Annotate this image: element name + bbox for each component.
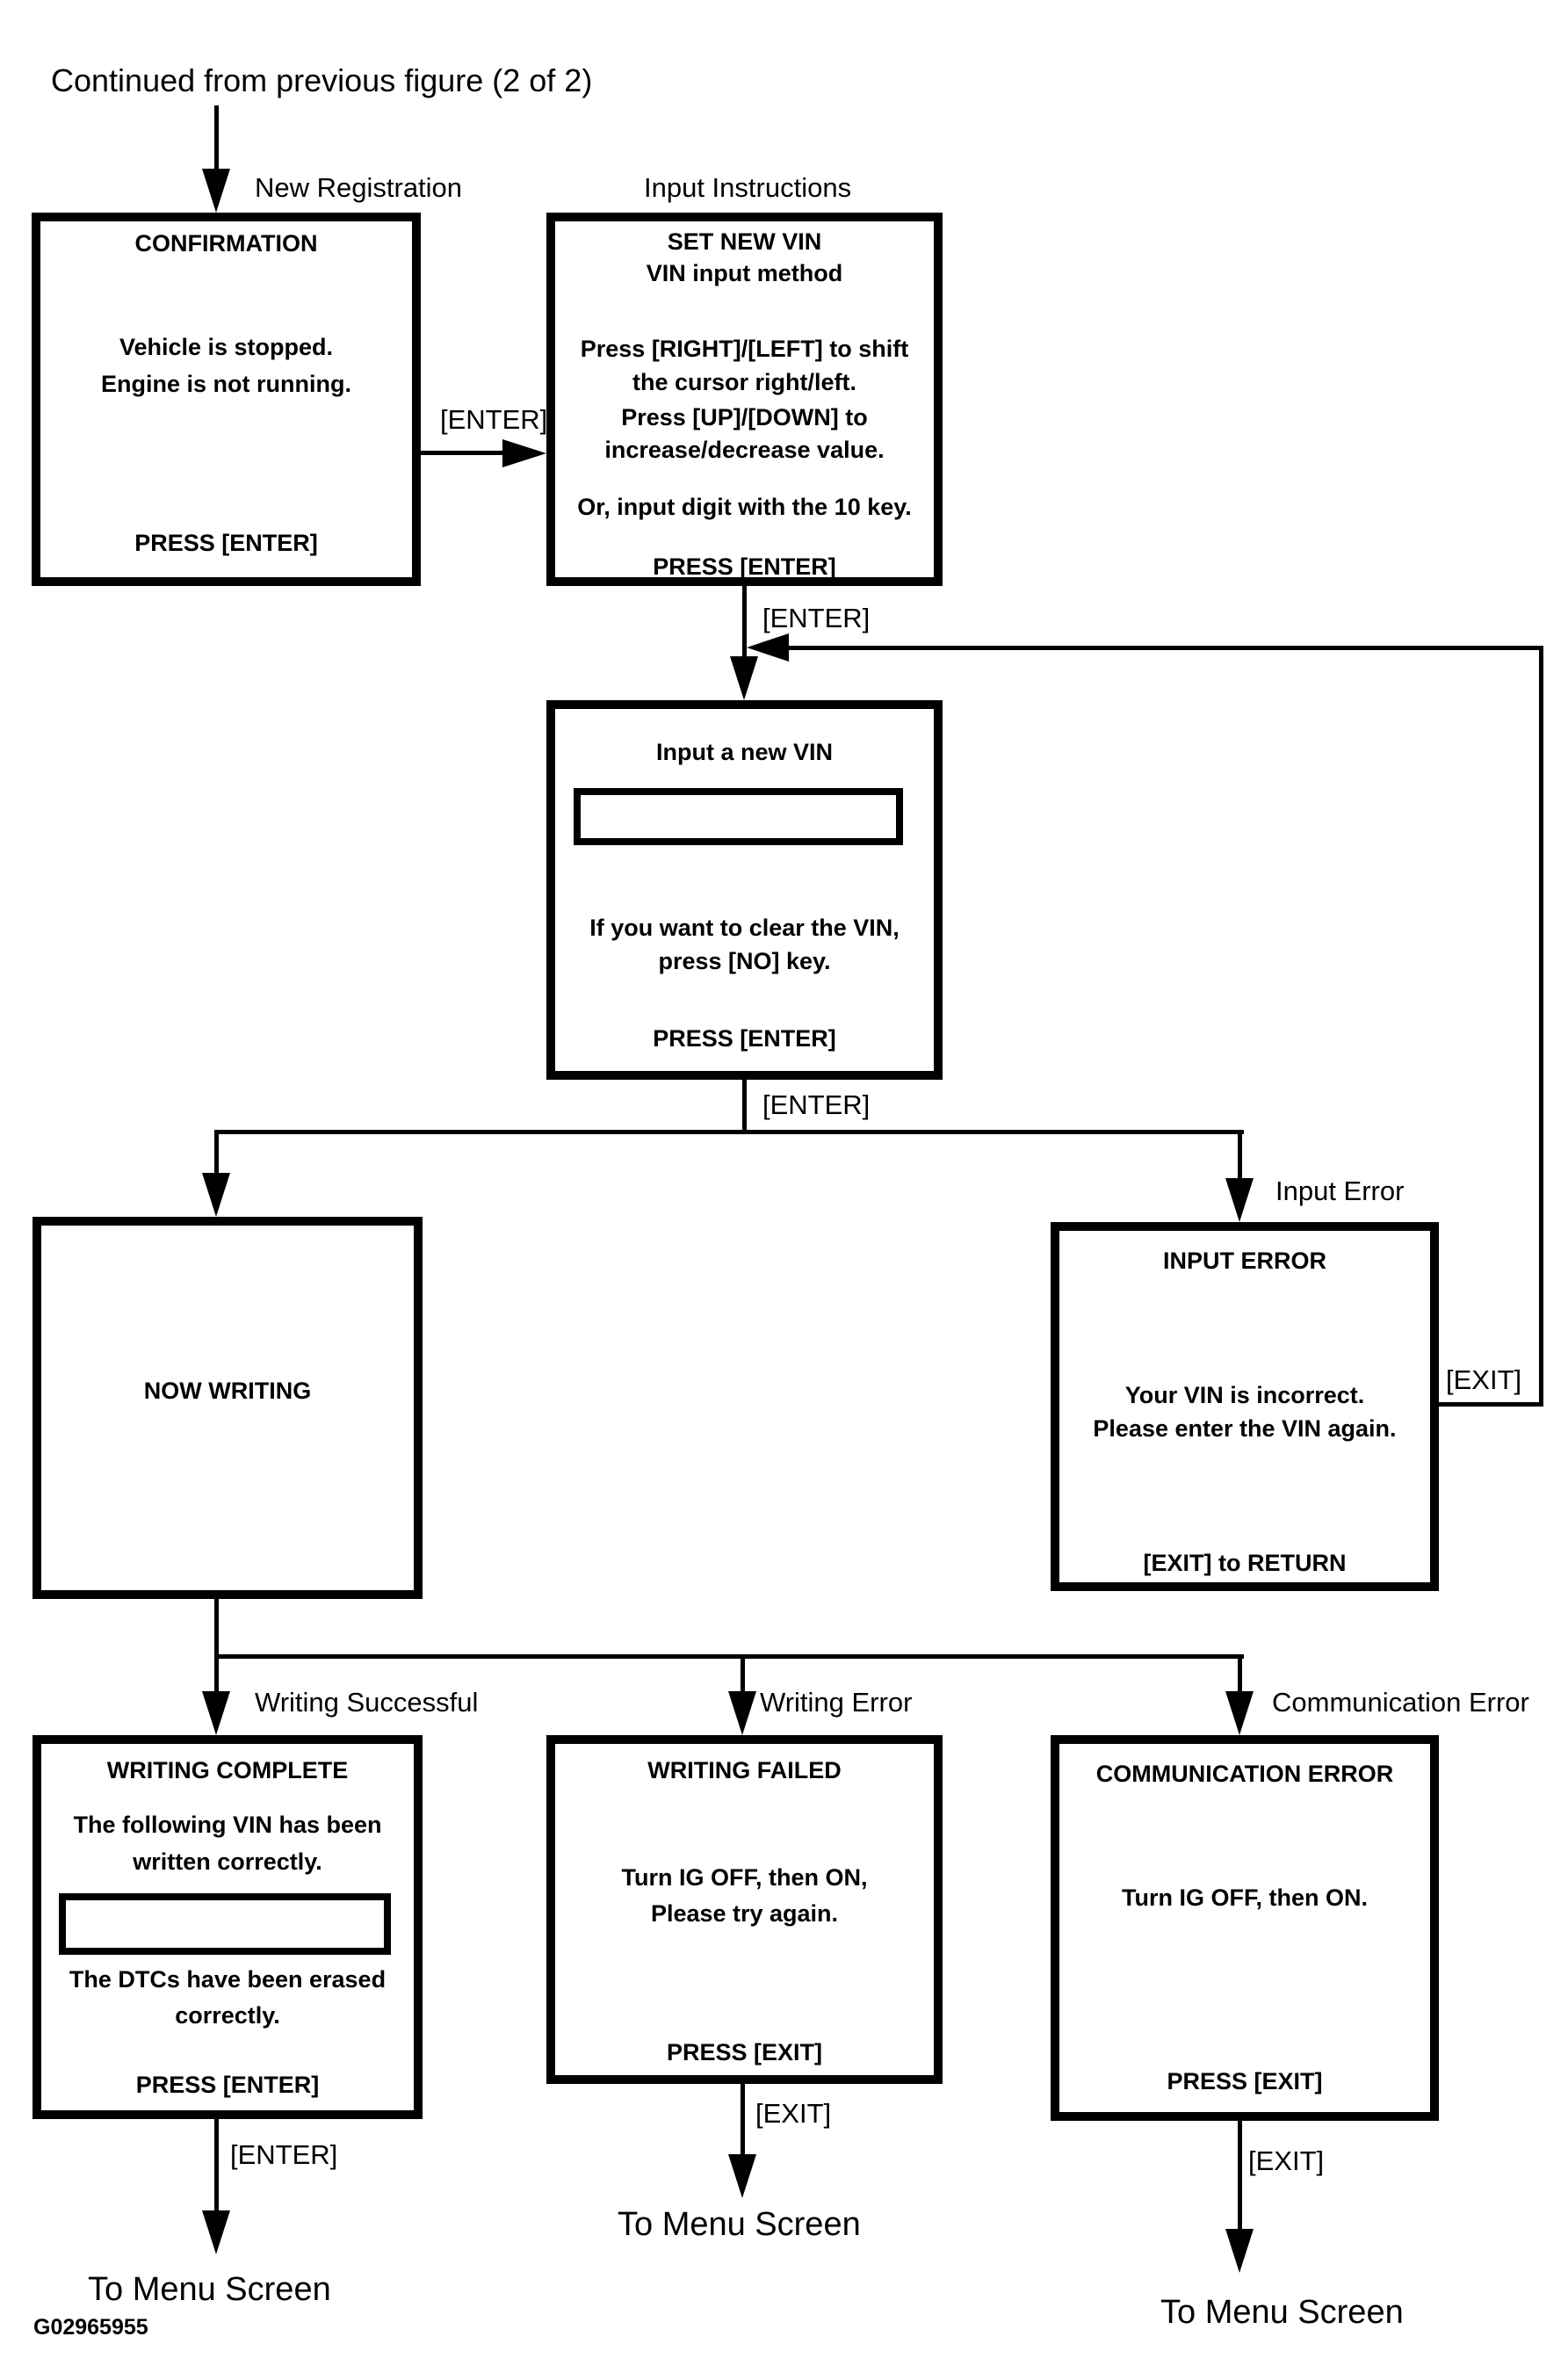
box-input-error: INPUT ERROR Your VIN is incorrect. Pleas… — [1051, 1222, 1439, 1591]
now-writing-title: NOW WRITING — [143, 1378, 312, 1404]
to-menu-screen-left: To Menu Screen — [88, 2271, 331, 2308]
flow-line-split-2 — [214, 1654, 1244, 1659]
writing-complete-line1: The following VIN has been — [73, 1812, 382, 1838]
writing-failed-footer: PRESS [EXIT] — [666, 2039, 823, 2065]
to-menu-screen-right: To Menu Screen — [1160, 2294, 1404, 2331]
label-communication-error: Communication Error — [1272, 1687, 1529, 1718]
flow-line-confirm-setvin — [421, 451, 506, 455]
label-enter-2: [ENTER] — [762, 603, 871, 633]
comm-error-footer: PRESS [EXIT] — [1167, 2068, 1323, 2094]
flow-line-split2-mid — [741, 1654, 745, 1697]
input-error-footer: [EXIT] to RETURN — [1143, 1550, 1347, 1576]
setvin-line2: the cursor right/left. — [632, 369, 857, 395]
flow-line-split2-left — [214, 1654, 219, 1697]
flow-line-loop-return — [789, 646, 1543, 650]
flow-line-failed-menu — [741, 2084, 745, 2161]
writing-failed-line1: Turn IG OFF, then ON, — [621, 1864, 868, 1891]
box-now-writing: NOW WRITING — [33, 1217, 423, 1599]
writing-complete-footer: PRESS [ENTER] — [135, 2072, 320, 2098]
inputvin-footer: PRESS [ENTER] — [653, 1025, 836, 1052]
flow-line-loop-vertical — [1539, 646, 1543, 1407]
writing-failed-title: WRITING FAILED — [647, 1757, 842, 1783]
to-menu-screen-middle: To Menu Screen — [618, 2206, 861, 2243]
flow-line-loop-connector — [1439, 1402, 1543, 1407]
arrowhead-down-icon — [202, 1173, 230, 1217]
arrowhead-down-icon — [202, 1691, 230, 1735]
comm-error-line1: Turn IG OFF, then ON. — [1122, 1884, 1368, 1911]
box-writing-failed: WRITING FAILED Turn IG OFF, then ON, Ple… — [546, 1735, 943, 2084]
inputvin-line1: If you want to clear the VIN, — [589, 915, 900, 941]
comm-error-title: COMMUNICATION ERROR — [1095, 1761, 1394, 1787]
flow-line-split2-right — [1238, 1654, 1242, 1697]
arrowhead-down-icon — [730, 656, 758, 700]
flow-line-complete-menu — [214, 2119, 219, 2216]
input-error-line2: Please enter the VIN again. — [1093, 1415, 1397, 1442]
vin-input-field[interactable] — [574, 788, 903, 845]
inputvin-title: Input a new VIN — [655, 739, 833, 765]
box-input-new-vin: Input a new VIN If you want to clear the… — [546, 700, 943, 1080]
label-exit-2: [EXIT] — [755, 2098, 832, 2129]
writing-failed-line2: Please try again. — [650, 1900, 839, 1927]
flow-line-setvin-input — [742, 586, 747, 669]
arrowhead-down-icon — [202, 169, 230, 213]
setvin-line3: Press [UP]/[DOWN] to — [621, 404, 868, 430]
input-error-line1: Your VIN is incorrect. — [1124, 1382, 1365, 1408]
setvin-line4: increase/decrease value. — [604, 437, 885, 463]
arrowhead-down-icon — [1225, 1178, 1254, 1222]
arrowhead-down-icon — [202, 2210, 230, 2254]
writing-complete-line4: correctly. — [175, 2002, 280, 2029]
figure-id: G02965955 — [33, 2315, 148, 2340]
arrowhead-down-icon — [1225, 1691, 1254, 1735]
confirmation-title: CONFIRMATION — [134, 230, 318, 257]
label-input-error: Input Error — [1275, 1176, 1405, 1206]
label-enter-3: [ENTER] — [762, 1089, 871, 1120]
written-vin-field — [59, 1893, 391, 1955]
flow-line-split1-left — [214, 1130, 219, 1182]
label-enter-1: [ENTER] — [440, 404, 548, 435]
writing-complete-line2: written correctly. — [133, 1848, 322, 1875]
confirmation-line2: Engine is not running. — [101, 371, 351, 397]
label-exit-loop: [EXIT] — [1446, 1364, 1522, 1395]
setvin-subtitle: VIN input method — [646, 260, 843, 286]
flow-line-split-1 — [214, 1130, 1244, 1134]
writing-complete-title: WRITING COMPLETE — [106, 1757, 349, 1783]
setvin-title: SET NEW VIN — [667, 228, 822, 255]
arrowhead-down-icon — [728, 2154, 756, 2198]
box-set-new-vin: SET NEW VIN VIN input method Press [RIGH… — [546, 213, 943, 586]
setvin-line1: Press [RIGHT]/[LEFT] to shift — [580, 336, 909, 362]
flow-line-input-split — [742, 1080, 747, 1132]
label-input-instructions: Input Instructions — [644, 172, 852, 203]
arrowhead-down-icon — [728, 1691, 756, 1735]
flow-line-continued — [214, 105, 219, 177]
box-communication-error: COMMUNICATION ERROR Turn IG OFF, then ON… — [1051, 1735, 1439, 2121]
confirmation-footer: PRESS [ENTER] — [134, 530, 318, 556]
label-writing-successful: Writing Successful — [255, 1687, 479, 1718]
inputvin-line2: press [NO] key. — [658, 948, 831, 974]
arrowhead-down-icon — [1225, 2229, 1254, 2273]
flow-line-commerr-menu — [1238, 2121, 1242, 2233]
label-new-registration: New Registration — [255, 172, 463, 203]
flow-line-split1-right — [1238, 1130, 1242, 1186]
input-error-title: INPUT ERROR — [1162, 1248, 1326, 1274]
label-enter-4: [ENTER] — [230, 2139, 338, 2170]
setvin-line5: Or, input digit with the 10 key. — [577, 494, 912, 520]
label-exit-3: [EXIT] — [1248, 2145, 1325, 2176]
writing-complete-line3: The DTCs have been erased — [69, 1966, 387, 1993]
confirmation-line1: Vehicle is stopped. — [119, 334, 334, 360]
box-confirmation: CONFIRMATION Vehicle is stopped. Engine … — [32, 213, 421, 586]
label-writing-error: Writing Error — [760, 1687, 913, 1718]
arrowhead-right-icon — [502, 439, 546, 467]
page-title: Continued from previous figure (2 of 2) — [51, 62, 593, 98]
flow-line-nw-split — [214, 1599, 219, 1656]
box-writing-complete: WRITING COMPLETE The following VIN has b… — [33, 1735, 423, 2119]
setvin-footer: PRESS [ENTER] — [653, 553, 836, 580]
